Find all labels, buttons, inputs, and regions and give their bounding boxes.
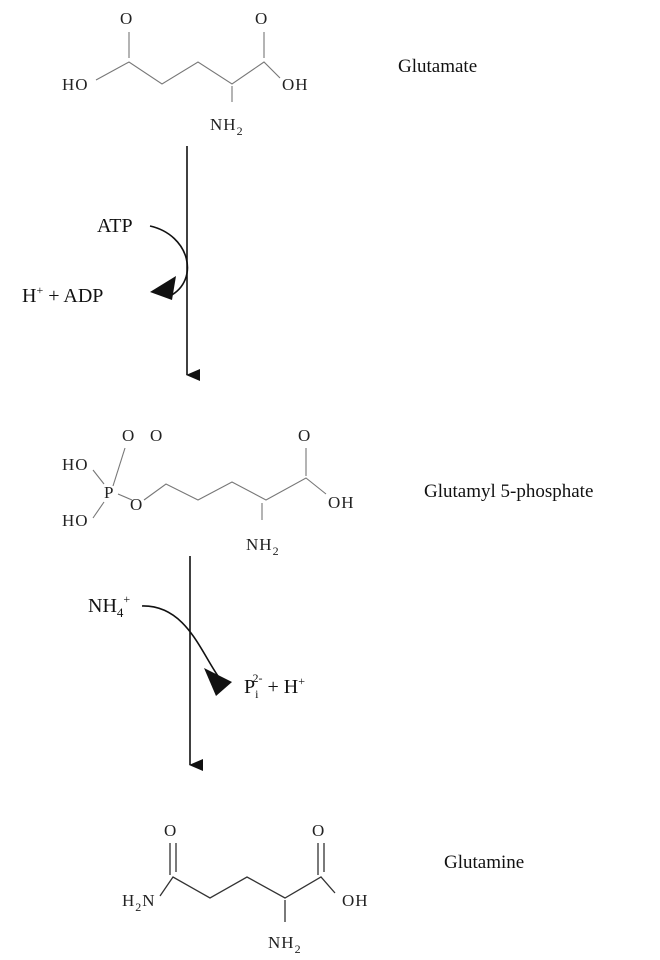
p-o-link-bond [117, 493, 133, 501]
acid-oxygen: O [298, 426, 311, 445]
glutamyl-phosphate-structure: HO HO P O O O O OH NH2 [62, 426, 355, 558]
phosphate-backbone [143, 477, 327, 501]
p-ho-bottom-bond [92, 501, 105, 519]
p-o-bond [112, 447, 126, 487]
step2-curved-arrowhead [204, 668, 232, 696]
step1-input-atp: ATP [97, 215, 133, 237]
step2-curved-arrow [141, 605, 219, 677]
phosphate-acid-hydroxyl: OH [328, 493, 355, 512]
phosphate-hydroxyl-top: HO [62, 455, 89, 474]
glutamine-acid-oxygen: O [312, 821, 325, 840]
glutamate-amine: NH2 [210, 115, 244, 138]
step2-output: Pi2- + H+ [244, 671, 305, 701]
ester-oxygen: O [130, 495, 143, 514]
glutamate-structure: O O HO OH NH2 [62, 9, 309, 138]
glutamine-amine: NH2 [268, 933, 302, 956]
glutamine-backbone [159, 876, 336, 899]
phosphate-oxygen: O [122, 426, 135, 445]
glutamate-oxygen-right: O [255, 9, 268, 28]
glutamate-backbone [95, 61, 281, 85]
glutamine-acid-hydroxyl: OH [342, 891, 369, 910]
step1-curved-arrow [149, 225, 189, 297]
glutamine-label: Glutamine [444, 852, 524, 873]
step1-curved-arrowhead [150, 276, 176, 300]
step2-input-ammonium: NH4+ [88, 592, 130, 620]
glutamine-structure: O O H2N OH NH2 [122, 821, 369, 956]
amide-oxygen: O [164, 821, 177, 840]
glutamyl-phosphate-label: Glutamyl 5-phosphate [424, 481, 593, 502]
carbonyl-oxygen: O [150, 426, 163, 445]
amide-nitrogen: H2N [122, 891, 156, 914]
glutamate-label: Glutamate [398, 56, 477, 77]
phosphate-amine: NH2 [246, 535, 280, 558]
glutamate-hydroxyl-right: OH [282, 75, 309, 94]
phosphate-hydroxyl-bottom: HO [62, 511, 89, 530]
phosphorus-atom: P [104, 483, 114, 502]
p-ho-top-bond [92, 469, 105, 485]
step1-output: H+ + ADP [22, 283, 103, 307]
glutamate-hydroxyl-left: HO [62, 75, 89, 94]
glutamate-oxygen-left: O [120, 9, 133, 28]
